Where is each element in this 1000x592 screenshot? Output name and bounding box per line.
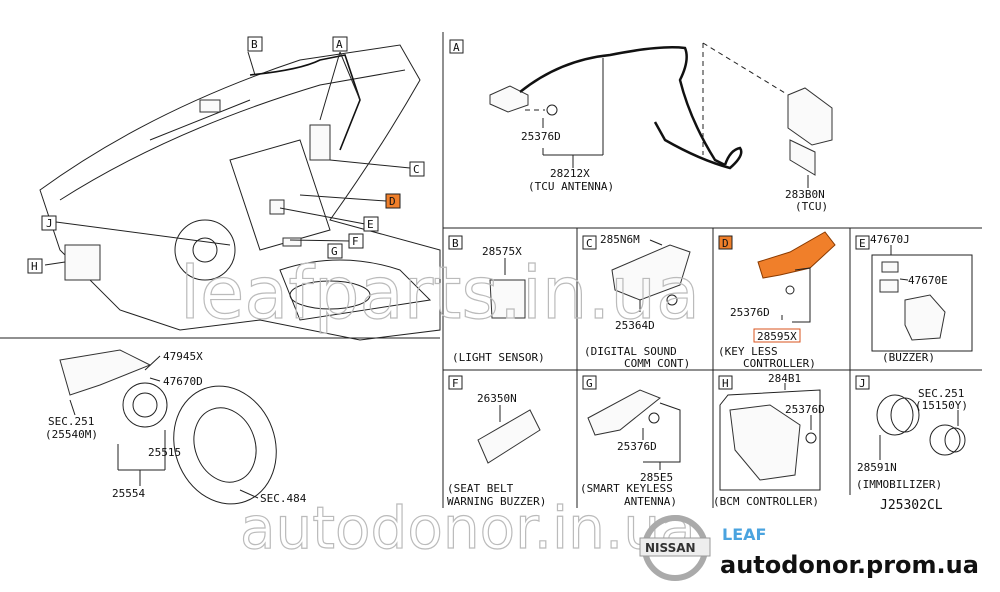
svg-text:H: H	[722, 377, 729, 390]
label-25554: 25554	[112, 487, 145, 500]
label-immobilizer: (IMMOBILIZER)	[856, 478, 942, 491]
svg-text:A: A	[336, 38, 343, 51]
svg-text:G: G	[331, 245, 338, 258]
svg-text:C: C	[586, 237, 593, 250]
panel-c: C	[582, 235, 691, 312]
svg-text:B: B	[452, 237, 459, 250]
svg-text:E: E	[367, 218, 374, 231]
panel-b: B	[448, 235, 526, 319]
label-bcm-controller: (BCM CONTROLLER)	[713, 495, 819, 508]
panel-f: F	[448, 375, 541, 464]
label-digital-sound: (DIGITAL SOUND	[584, 345, 677, 358]
callout-g-left: G	[327, 243, 343, 259]
label-25515: 25515	[148, 446, 181, 459]
svg-text:B: B	[251, 38, 258, 51]
callout-j-left: J	[41, 215, 57, 231]
svg-text:J: J	[46, 217, 53, 230]
label-g-25376d: 25376D	[617, 440, 657, 453]
label-283b0n: 283B0N	[785, 188, 825, 201]
svg-text:H: H	[31, 260, 38, 273]
callout-e-left: E	[363, 216, 379, 232]
panel-h: H	[718, 375, 821, 491]
label-j-sec251: SEC.251	[918, 387, 964, 400]
panel-d: D	[718, 231, 836, 343]
dashboard-illustration	[39, 44, 441, 341]
label-47945x: 47945X	[163, 350, 203, 363]
watermark-leafparts: leafparts.in.ua	[180, 251, 700, 335]
label-a-25376d: 25376D	[521, 130, 561, 143]
label-28595x: 28595X	[757, 330, 797, 343]
svg-text:C: C	[413, 163, 420, 176]
label-light-sensor: (LIGHT SENSOR)	[452, 351, 545, 364]
label-28575x: 28575X	[482, 245, 522, 258]
diagram-id: J25302CL	[880, 498, 943, 513]
label-buzzer: (BUZZER)	[882, 351, 935, 364]
label-keyless: (KEY LESS	[718, 345, 778, 358]
label-284b1: 284B1	[768, 372, 801, 385]
label-d-25376d: 25376D	[730, 306, 770, 319]
svg-text:D: D	[722, 237, 729, 250]
panel-a: A	[449, 39, 833, 188]
label-47670d: 47670D	[163, 375, 203, 388]
callout-f-left: F	[348, 233, 364, 249]
steering-illustration	[59, 349, 277, 505]
label-warning-buzzer: WARNING BUZZER)	[447, 495, 546, 508]
label-sec484: SEC.484	[260, 492, 307, 505]
svg-text:F: F	[452, 377, 459, 390]
label-sec251: SEC.251	[48, 415, 94, 428]
label-h-25376d: 25376D	[785, 403, 825, 416]
svg-text:NISSAN: NISSAN	[645, 541, 696, 555]
label-comm-cont: COMM CONT)	[624, 357, 690, 370]
callout-b-left: B	[247, 36, 263, 52]
nissan-logo: NISSAN	[639, 515, 711, 581]
label-28212x: 28212X	[550, 167, 590, 180]
panel-g: G	[582, 375, 681, 470]
callout-a-left: A	[332, 36, 348, 52]
label-26350n: 26350N	[477, 392, 517, 405]
label-285n6m: 285N6M	[600, 233, 640, 246]
label-25364d: 25364D	[615, 319, 655, 332]
callout-h-left: H	[27, 258, 43, 274]
label-25540m: (25540M)	[45, 428, 98, 441]
svg-text:G: G	[586, 377, 593, 390]
label-285e5: 285E5	[640, 471, 673, 484]
watermark-autodonor: autodonor.in.ua	[240, 494, 696, 562]
callout-d-left: D	[385, 193, 401, 209]
label-47670j: 47670J	[870, 233, 910, 246]
label-controller: CONTROLLER)	[743, 357, 816, 370]
label-tcu-antenna: (TCU ANTENNA)	[528, 180, 614, 193]
svg-text:A: A	[453, 41, 460, 54]
svg-text:F: F	[352, 235, 359, 248]
leaf-logo: LEAF	[722, 525, 766, 544]
callout-c-left: C	[409, 161, 425, 177]
svg-text:E: E	[859, 237, 866, 250]
label-smart-keyless: (SMART KEYLESS	[580, 482, 673, 495]
panel-e: E	[855, 235, 973, 352]
label-28591n: 28591N	[857, 461, 897, 474]
panel-j: J	[855, 375, 966, 460]
label-seat-belt: (SEAT BELT	[447, 482, 514, 495]
label-47670e: 47670E	[908, 274, 948, 287]
label-antenna: ANTENNA)	[624, 495, 677, 508]
svg-text:D: D	[389, 195, 396, 208]
label-15150y: (15150Y)	[915, 399, 968, 412]
label-tcu: (TCU)	[795, 200, 828, 213]
svg-text:J: J	[859, 377, 866, 390]
panel-grid	[0, 32, 982, 508]
site-name: autodonor.prom.ua	[720, 551, 979, 579]
